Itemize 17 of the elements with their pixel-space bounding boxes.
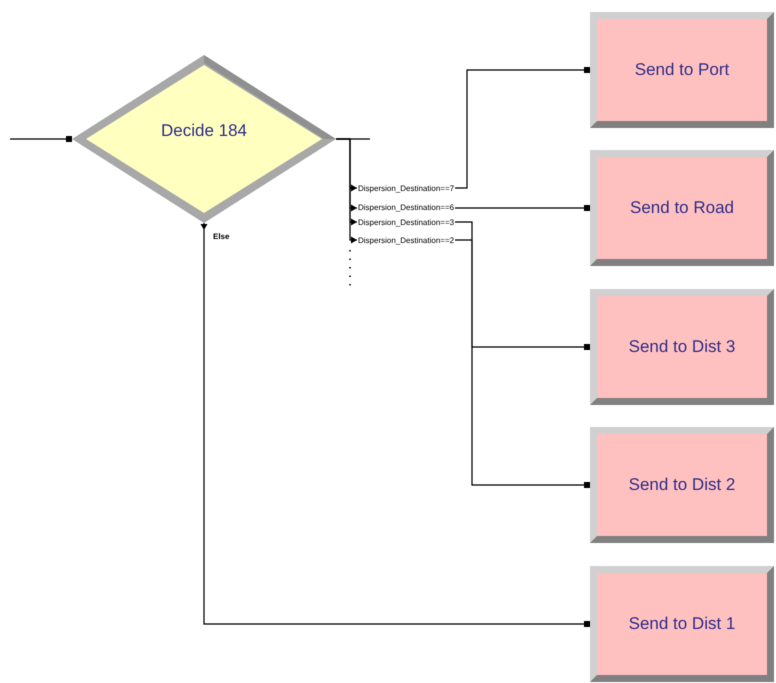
decision-diamond — [72, 55, 336, 223]
condition-label: Dispersion_Destination==6 — [357, 203, 456, 212]
node-label: Send to Port — [634, 60, 730, 80]
process-box — [590, 427, 774, 543]
process-box — [590, 289, 774, 405]
node-label: Send to Dist 3 — [628, 337, 736, 357]
node-label: Send to Road — [630, 198, 734, 218]
process-box — [590, 12, 774, 128]
node-label: Decide 184 — [160, 121, 247, 141]
condition-label: Dispersion_Destination==7 — [357, 184, 456, 193]
process-box — [590, 150, 774, 266]
condition-label: Else — [212, 232, 230, 241]
condition-label: Dispersion_Destination==2 — [357, 236, 456, 245]
condition-label: Dispersion_Destination==3 — [357, 218, 456, 227]
node-label: Send to Dist 1 — [628, 614, 736, 634]
process-box — [590, 566, 774, 682]
node-label: Send to Dist 2 — [628, 475, 736, 495]
